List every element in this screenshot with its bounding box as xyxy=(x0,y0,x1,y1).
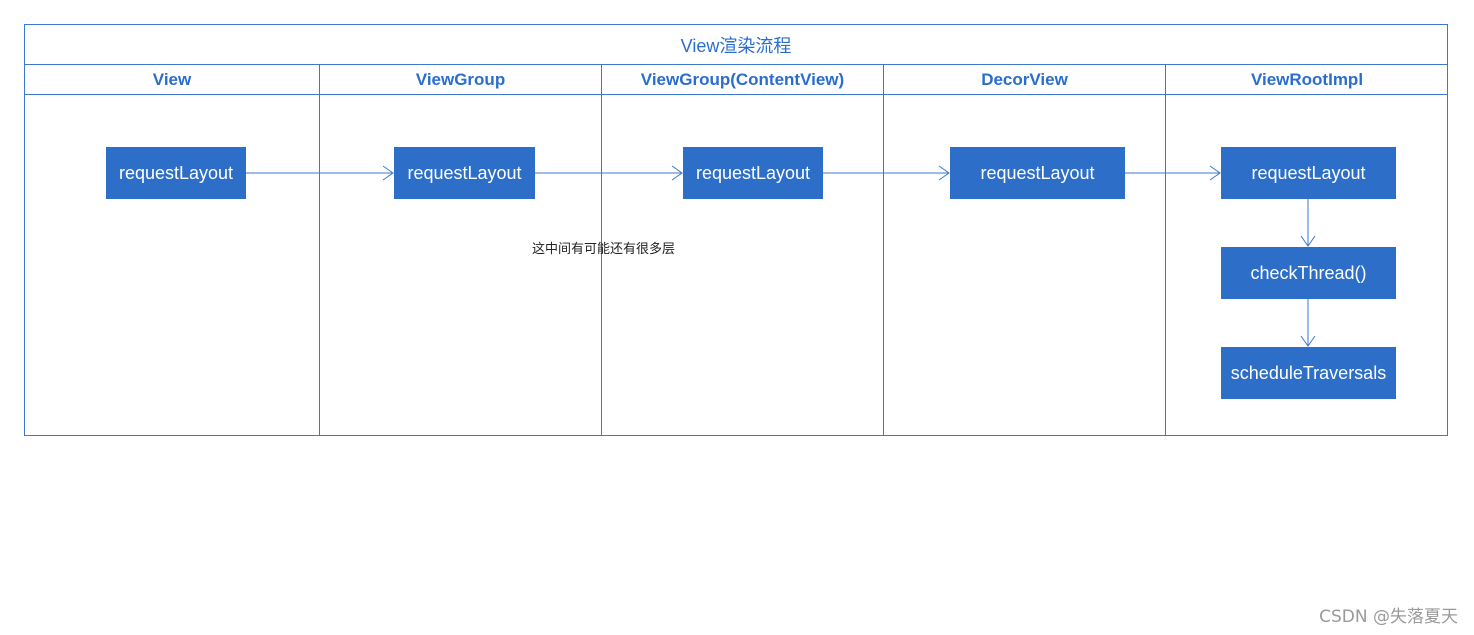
node-viewgroup-requestlayout: requestLayout xyxy=(394,147,535,199)
lane-decorview: DecorView xyxy=(884,65,1166,436)
lane-header-view: View xyxy=(25,65,319,95)
lane-view: View xyxy=(25,65,320,436)
lane-header-contentview: ViewGroup(ContentView) xyxy=(602,65,883,95)
lane-header-decorview: DecorView xyxy=(884,65,1165,95)
swimlane-diagram: View渲染流程 View ViewGroup ViewGroup(Conten… xyxy=(24,24,1448,436)
node-contentview-requestlayout: requestLayout xyxy=(683,147,823,199)
lane-header-viewgroup: ViewGroup xyxy=(320,65,601,95)
lane-viewgroup: ViewGroup xyxy=(320,65,602,436)
diagram-title: View渲染流程 xyxy=(25,25,1447,65)
node-viewrootimpl-requestlayout: requestLayout xyxy=(1221,147,1396,199)
lane-contentview: ViewGroup(ContentView) xyxy=(602,65,884,436)
node-decorview-requestlayout: requestLayout xyxy=(950,147,1125,199)
lane-viewrootimpl: ViewRootImpl xyxy=(1166,65,1448,436)
annotation-note: 这中间有可能还有很多层 xyxy=(532,242,676,257)
node-view-requestlayout: requestLayout xyxy=(106,147,246,199)
node-checkthread: checkThread() xyxy=(1221,247,1396,299)
node-scheduletraversals: scheduleTraversals xyxy=(1221,347,1396,399)
lane-header-viewrootimpl: ViewRootImpl xyxy=(1166,65,1448,95)
watermark: CSDN @失落夏天 xyxy=(1319,607,1458,627)
